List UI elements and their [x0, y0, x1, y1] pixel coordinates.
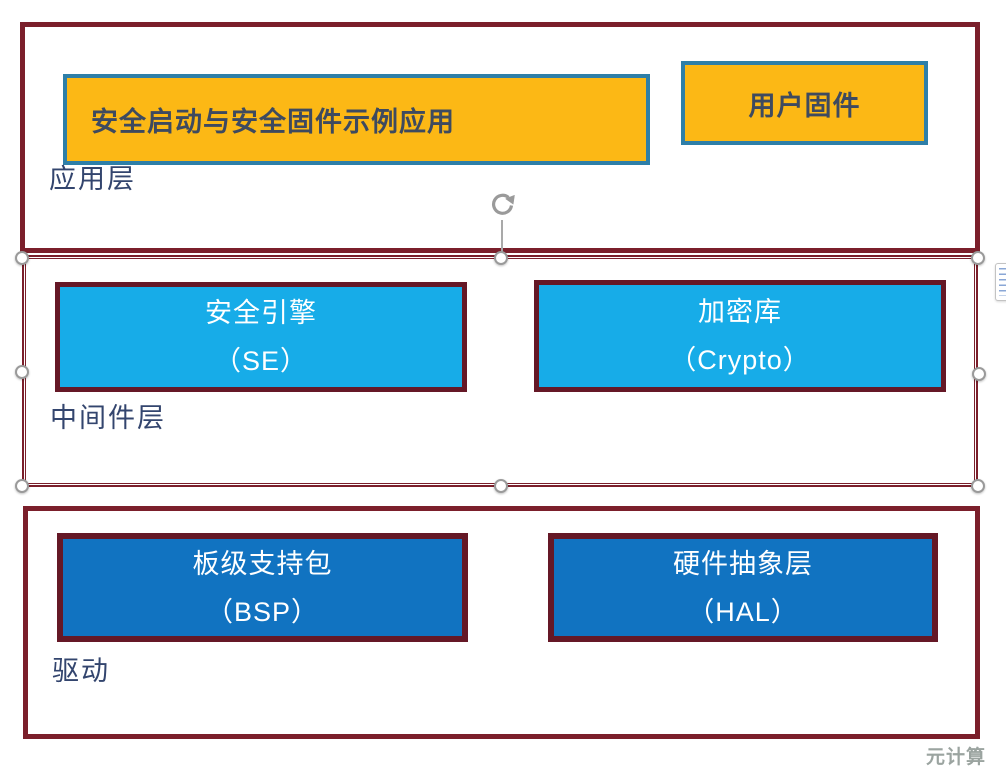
box-bsp-line1: 板级支持包 — [192, 548, 333, 579]
driver-layer-label: 驱动 — [52, 656, 110, 686]
box-secure-boot-firmware-app[interactable]: 安全启动与安全固件示例应用 — [63, 74, 650, 165]
middleware-layer-label: 中间件层 — [50, 403, 166, 433]
selection-handle-bottom-left[interactable] — [15, 479, 29, 493]
selection-handle-middle-right[interactable] — [972, 367, 986, 381]
box-crypto-library-line2: （Crypto） — [669, 345, 811, 375]
selection-handle-middle-left[interactable] — [15, 365, 29, 379]
box-crypto-library-line1: 加密库 — [698, 297, 782, 327]
box-bsp-line2: （BSP） — [205, 596, 320, 627]
box-hardware-abstraction-layer[interactable]: 硬件抽象层 （HAL） — [548, 533, 938, 642]
section-driver-layer[interactable]: 板级支持包 （BSP） 硬件抽象层 （HAL） 驱动 — [23, 506, 980, 739]
box-secure-boot-firmware-app-label: 安全启动与安全固件示例应用 — [91, 107, 455, 137]
list-lines-icon — [999, 268, 1006, 296]
rotate-handle-icon[interactable] — [486, 189, 518, 226]
box-hal-line1: 硬件抽象层 — [673, 548, 813, 579]
watermark-text: 元计算 — [926, 747, 987, 768]
box-crypto-library[interactable]: 加密库 （Crypto） — [534, 280, 946, 392]
box-security-engine-line1: 安全引擎 — [205, 298, 317, 328]
selection-handle-top-right[interactable] — [971, 251, 985, 265]
box-board-support-package[interactable]: 板级支持包 （BSP） — [57, 533, 468, 642]
clipped-side-panel-button[interactable] — [995, 263, 1006, 301]
section-application-layer[interactable]: 安全启动与安全固件示例应用 用户固件 应用层 — [20, 22, 980, 253]
section-middleware-layer[interactable]: 安全引擎 （SE） 加密库 （Crypto） 中间件层 — [22, 255, 978, 487]
box-security-engine[interactable]: 安全引擎 （SE） — [55, 282, 467, 392]
selection-handle-bottom-center[interactable] — [494, 479, 508, 493]
selection-handle-top-left[interactable] — [15, 251, 29, 265]
box-user-firmware-label: 用户固件 — [748, 90, 861, 121]
box-hal-line2: （HAL） — [687, 596, 799, 627]
box-user-firmware[interactable]: 用户固件 — [681, 61, 928, 145]
rotate-handle-stem — [501, 220, 503, 252]
application-layer-label: 应用层 — [49, 164, 136, 194]
selection-handle-bottom-right[interactable] — [971, 479, 985, 493]
box-security-engine-line2: （SE） — [213, 346, 309, 376]
selection-handle-top-center[interactable] — [494, 251, 508, 265]
